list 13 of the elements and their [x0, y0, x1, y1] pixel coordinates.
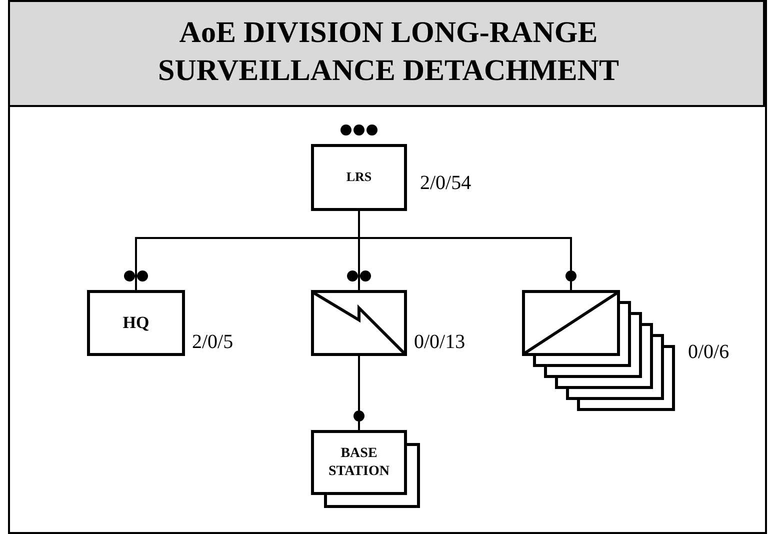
connector-line: [358, 211, 572, 290]
unit-box: [87, 290, 185, 356]
strength-label: 0/0/13: [414, 331, 466, 354]
connector-line: [358, 356, 360, 430]
strength-label: 2/0/54: [420, 172, 472, 195]
unit-box: [311, 430, 407, 495]
strength-label: 0/0/6: [688, 341, 730, 364]
strength-label: 2/0/5: [192, 331, 234, 354]
unit-label: BASE STATION: [328, 445, 390, 480]
unit-box: [311, 144, 407, 211]
unit-label: HQ: [122, 312, 150, 334]
unit-label: LRS: [346, 169, 372, 186]
title: AoE DIVISION LONG-RANGE SURVEILLANCE DETACHMENT: [157, 15, 620, 89]
